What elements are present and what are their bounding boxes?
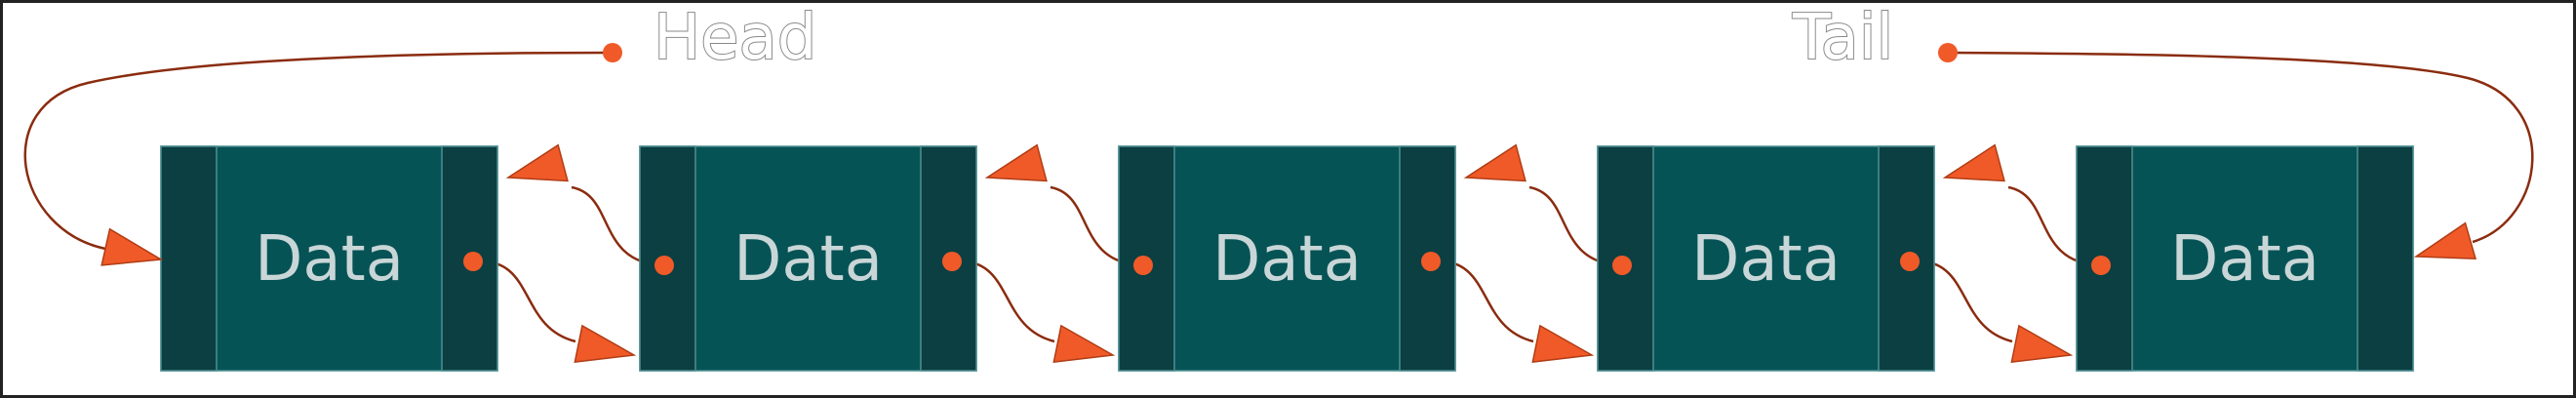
head-pointer-dot <box>603 43 622 62</box>
tail-pointer-wire <box>1947 51 2534 244</box>
prev-arrowhead <box>1463 143 1526 182</box>
prev-arrowhead <box>984 143 1048 182</box>
tail-label: Tail <box>1792 2 1893 74</box>
head-label: Head <box>654 2 816 74</box>
list-node: Data <box>1118 145 1456 372</box>
list-node: Data <box>1597 145 1935 372</box>
prev-pointer-cell <box>160 145 218 372</box>
head-pointer-wire <box>23 51 614 251</box>
next-pointer-dot <box>942 252 962 271</box>
pointer-dots <box>463 43 2111 275</box>
node-data-label: Data <box>1691 223 1841 296</box>
list-node: Data <box>2076 145 2414 372</box>
next-arrowhead <box>574 324 637 363</box>
prev-pointer-dot <box>654 256 674 275</box>
prev-pointer-dot <box>2091 256 2111 275</box>
prev-pointer-dot <box>1133 256 1153 275</box>
next-arrowhead <box>1052 324 1116 363</box>
prev-arrowhead <box>505 143 569 182</box>
next-pointer-dot <box>463 252 483 271</box>
node-data-label: Data <box>255 223 404 296</box>
next-pointer-dot <box>1900 252 1920 271</box>
node-data-label: Data <box>1212 223 1362 296</box>
node-data-label: Data <box>733 223 883 296</box>
head-arrowhead <box>100 227 164 266</box>
list-node: Data <box>639 145 977 372</box>
next-arrowhead <box>2010 324 2074 363</box>
next-pointer-dot <box>1421 252 1441 271</box>
tail-pointer-dot <box>1938 43 1958 62</box>
list-node: Data <box>160 145 498 372</box>
tail-arrowhead <box>2413 221 2477 260</box>
prev-arrowhead <box>1942 143 2005 182</box>
arrowheads <box>100 143 2477 363</box>
prev-pointer-dot <box>1612 256 1632 275</box>
next-arrowhead <box>1531 324 1595 363</box>
node-data-label: Data <box>2170 223 2319 296</box>
next-pointer-cell <box>2357 145 2414 372</box>
